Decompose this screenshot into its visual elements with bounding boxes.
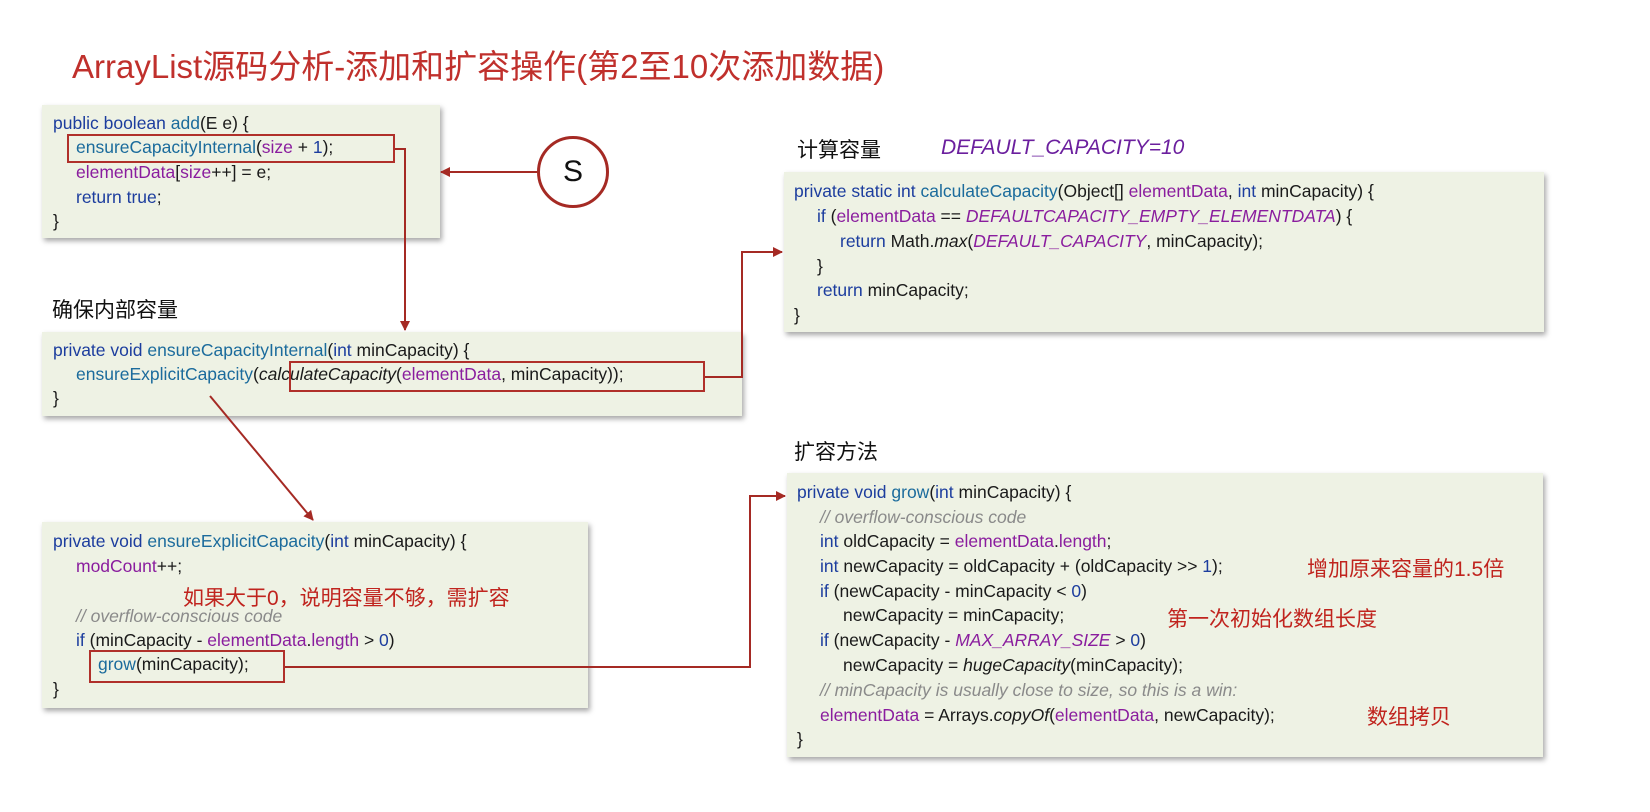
explicit-to-grow-arrow [285, 491, 786, 668]
add-to-internal-arrow [395, 148, 410, 331]
code-line: } [53, 386, 59, 410]
ensure-capacity-internal-code-block: private void ensureCapacityInternal(int … [42, 332, 742, 416]
code-line-text: if (newCapacity - minCapacity < 0) [820, 581, 1087, 601]
code-line-text: ensureCapacityInternal(size + 1); [76, 137, 334, 157]
first-init-note: 第一次初始化数组长度 [1167, 608, 1377, 631]
code-line: grow(minCapacity); [98, 652, 249, 676]
code-line-text: } [797, 729, 803, 749]
code-line: newCapacity = hugeCapacity(minCapacity); [843, 653, 1183, 677]
code-line: private void ensureCapacityInternal(int … [53, 338, 469, 362]
code-line-text: private void ensureCapacityInternal(int … [53, 340, 470, 360]
code-line-text: // minCapacity is usually close to size,… [820, 680, 1238, 700]
code-line-text: elementData = Arrays.copyOf(elementData,… [820, 705, 1275, 725]
code-line-text: int newCapacity = oldCapacity + (oldCapa… [820, 556, 1223, 576]
code-line-text: modCount++; [76, 556, 183, 576]
code-line: elementData = Arrays.copyOf(elementData,… [820, 703, 1275, 727]
code-line-text: newCapacity = hugeCapacity(minCapacity); [843, 655, 1183, 675]
code-line-text: } [53, 211, 59, 231]
code-line-text: ensureExplicitCapacity(calculateCapacity… [76, 364, 624, 384]
code-line: return Math.max(DEFAULT_CAPACITY, minCap… [840, 229, 1263, 253]
code-line-text: } [794, 305, 800, 325]
start-marker-badge: S [537, 136, 609, 208]
code-line: } [797, 727, 803, 751]
code-line-text: public boolean add(E e) { [53, 113, 249, 133]
code-line: int newCapacity = oldCapacity + (oldCapa… [820, 554, 1223, 578]
code-line: ensureCapacityInternal(size + 1); [76, 135, 333, 159]
code-line: return minCapacity; [817, 278, 969, 302]
calculate-capacity-call-highlight [289, 361, 705, 392]
code-line-text: private void ensureExplicitCapacity(int … [53, 531, 467, 551]
code-line-text: newCapacity = minCapacity; [843, 605, 1065, 625]
code-line: // overflow-conscious code [76, 604, 282, 628]
code-line-text: int oldCapacity = elementData.length; [820, 531, 1112, 551]
ensure-capacity-call-highlight [67, 134, 395, 163]
ensure-explicit-capacity-code-block: private void ensureExplicitCapacity(int … [42, 522, 588, 708]
code-line: } [817, 254, 823, 278]
add-method-code-block: public boolean add(E e) { ensureCapacity… [42, 105, 440, 238]
grow-method-label: 扩容方法 [794, 441, 878, 464]
code-line: } [794, 303, 800, 327]
grow-call-highlight [89, 650, 285, 683]
code-line-text: elementData[size++] = e; [76, 162, 272, 182]
code-line-text: if (elementData == DEFAULTCAPACITY_EMPTY… [817, 206, 1353, 226]
code-line-text: if (newCapacity - MAX_ARRAY_SIZE > 0) [820, 630, 1146, 650]
code-line-text: // overflow-conscious code [76, 606, 283, 626]
code-line-text: // overflow-conscious code [820, 507, 1027, 527]
code-line: return true; [76, 185, 162, 209]
code-line: private void ensureExplicitCapacity(int … [53, 529, 466, 553]
internal-to-calculate-arrow [705, 247, 783, 378]
code-line: if (elementData == DEFAULTCAPACITY_EMPTY… [817, 204, 1352, 228]
code-line: ensureExplicitCapacity(calculateCapacity… [76, 362, 624, 386]
code-line: public boolean add(E e) { [53, 111, 249, 135]
code-line-text: } [53, 388, 59, 408]
code-line: modCount++; [76, 554, 182, 578]
code-line: int oldCapacity = elementData.length; [820, 529, 1111, 553]
need-expand-note: 如果大于0，说明容量不够，需扩容 [183, 587, 510, 610]
code-line: if (minCapacity - elementData.length > 0… [76, 628, 395, 652]
code-line-text: private void grow(int minCapacity) { [797, 482, 1072, 502]
code-line-text: } [817, 256, 823, 276]
array-copy-note: 数组拷贝 [1367, 706, 1451, 729]
internal-to-explicit-arrow [209, 395, 314, 521]
ensure-internal-label: 确保内部容量 [52, 299, 178, 322]
page-title: ArrayList源码分析-添加和扩容操作(第2至10次添加数据) [72, 48, 885, 85]
code-line: private void grow(int minCapacity) { [797, 480, 1071, 504]
code-line: // overflow-conscious code [820, 505, 1026, 529]
code-line-text: return Math.max(DEFAULT_CAPACITY, minCap… [840, 231, 1264, 251]
code-line: // minCapacity is usually close to size,… [820, 678, 1237, 702]
code-line-text: if (minCapacity - elementData.length > 0… [76, 630, 395, 650]
times-1-5-note: 增加原来容量的1.5倍 [1307, 558, 1505, 581]
code-line: if (newCapacity - MAX_ARRAY_SIZE > 0) [820, 628, 1146, 652]
code-line-text: } [53, 679, 59, 699]
code-line-text: return true; [76, 187, 162, 207]
code-line: newCapacity = minCapacity; [843, 603, 1064, 627]
calc-capacity-label: 计算容量 [797, 139, 881, 162]
code-line-text: grow(minCapacity); [98, 654, 249, 674]
code-line: if (newCapacity - minCapacity < 0) [820, 579, 1087, 603]
code-line: elementData[size++] = e; [76, 160, 271, 184]
grow-code-block: private void grow(int minCapacity) { // … [787, 473, 1543, 757]
code-line-text: private static int calculateCapacity(Obj… [794, 181, 1374, 201]
code-line: private static int calculateCapacity(Obj… [794, 179, 1374, 203]
code-line: } [53, 209, 59, 233]
code-line-text: return minCapacity; [817, 280, 969, 300]
code-line: } [53, 677, 59, 701]
calculate-capacity-code-block: private static int calculateCapacity(Obj… [784, 172, 1544, 332]
default-capacity-label: DEFAULT_CAPACITY=10 [941, 136, 1185, 159]
